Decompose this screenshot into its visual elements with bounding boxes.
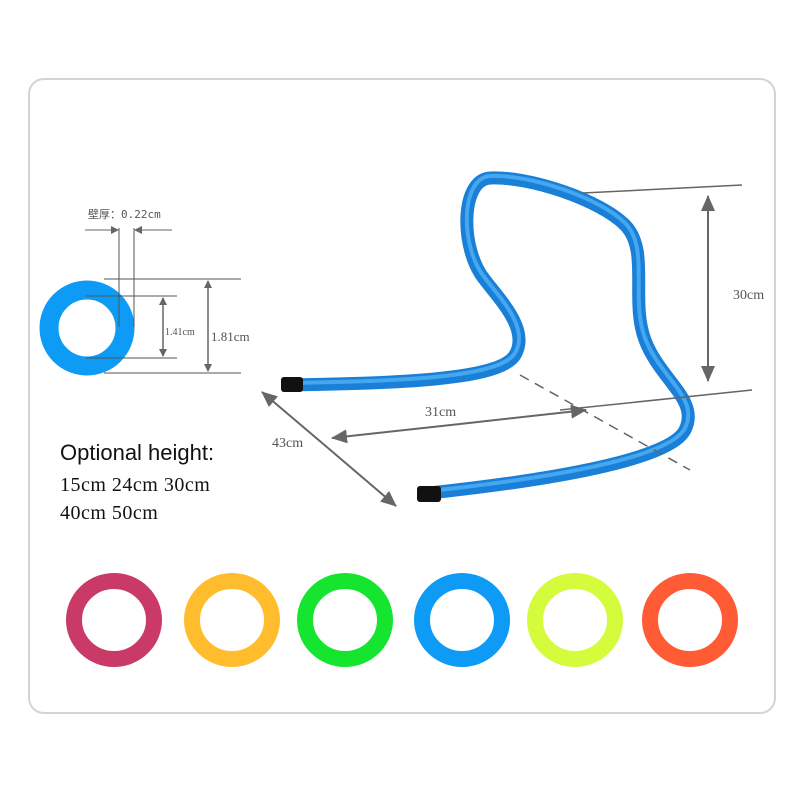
color-ring-lime <box>527 573 623 667</box>
width-label: 31cm <box>425 405 456 420</box>
outer-diameter-label: 1.81cm <box>211 329 250 344</box>
color-options <box>66 573 738 667</box>
end-cap-icon <box>281 377 303 392</box>
optional-heights-line-2: 40cm 50cm <box>60 502 159 524</box>
inner-diameter-label: 1.41cm <box>165 327 195 338</box>
color-ring-green <box>297 573 393 667</box>
height-label: 30cm <box>733 288 764 303</box>
color-ring-blue <box>414 573 510 667</box>
optional-height-title: Optional height: <box>60 440 215 465</box>
wall-thickness-label: 壁厚：0.22cm <box>88 207 161 221</box>
hurdle-dimensions: 30cm 31cm 43cm <box>261 184 764 507</box>
tube-cross-section: 壁厚：0.22cm 1.41cm 1.81cm <box>39 207 250 376</box>
hurdle-illustration <box>281 171 695 502</box>
color-ring-orange <box>184 573 280 667</box>
optional-heights-line-1: 15cm 24cm 30cm <box>60 474 211 496</box>
end-cap-icon <box>417 486 441 502</box>
color-ring-magenta <box>66 573 162 667</box>
color-ring-red-orange <box>642 573 738 667</box>
tube-ring <box>39 280 135 376</box>
depth-label: 43cm <box>272 436 303 451</box>
